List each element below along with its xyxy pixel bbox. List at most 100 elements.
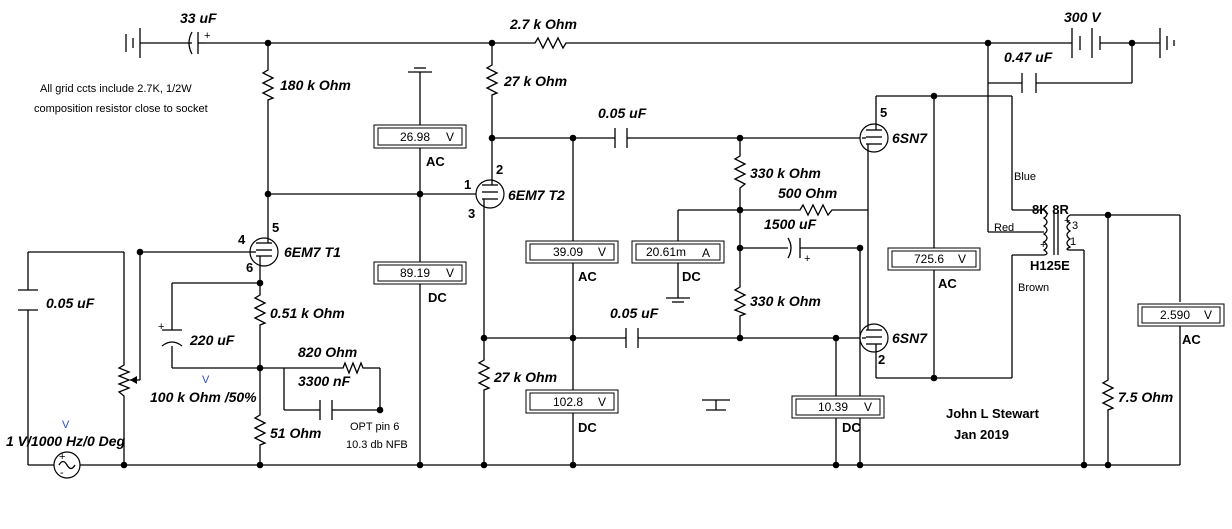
meter-2-value: 89.19 [400, 266, 430, 280]
tube-v3-symbol [859, 123, 889, 153]
pin-v2-grid: 1 [464, 177, 471, 192]
pot-symbol [117, 360, 131, 400]
pin-v1-cathode: 6 [246, 260, 253, 275]
r-supply-symbol [530, 36, 568, 50]
output-transformer-symbol [1042, 209, 1080, 256]
meter-3-unit: V [598, 245, 606, 259]
meter-6-mode: AC [1182, 332, 1201, 347]
meter-6: 2.590 V AC [1137, 303, 1225, 347]
meter-2-unit: V [446, 266, 454, 280]
supplies: - + [53, 28, 1175, 479]
label-tube-v4: 6SN7 [892, 330, 928, 346]
label-c-input: 33 uF [180, 10, 217, 26]
pin-v2-cathode: 3 [468, 206, 475, 221]
note-date: Jan 2019 [954, 427, 1009, 442]
label-source: 1 V/1000 Hz/0 Deg [6, 433, 126, 449]
meter-3-mode: AC [578, 269, 597, 284]
label-tube-v1: 6EM7 T1 [284, 244, 341, 260]
pin-v2-plate: 2 [496, 162, 503, 177]
pin-v4-plate: 2 [878, 352, 885, 367]
svg-text:+: + [804, 253, 810, 265]
wires [27, 42, 1181, 466]
meter-5-mode: AC [938, 276, 957, 291]
labels: 33 uF 2.7 k Ohm 300 V 0.47 uF 180 k Ohm … [6, 9, 1173, 451]
meter-7-unit: V [598, 395, 606, 409]
meter-2-mode: DC [428, 290, 447, 305]
meter-8-value: 10.39 [818, 400, 848, 414]
tube-v1-symbol [249, 232, 279, 272]
svg-text:+: + [1040, 239, 1046, 251]
label-c-source: 0.05 uF [46, 295, 95, 311]
label-r-bias: 500 Ohm [778, 185, 837, 201]
label-wire-blue: Blue [1014, 171, 1036, 183]
r-cathode-v2-symbol [477, 355, 491, 395]
r-grid-top-symbol [733, 150, 747, 195]
label-pot: 100 k Ohm /50% [150, 389, 257, 405]
label-r-load: 7.5 Ohm [1118, 389, 1173, 405]
label-wire-red: Red [994, 222, 1014, 234]
label-wire-brown: Brown [1018, 282, 1049, 294]
note-opt-1: OPT pin 6 [350, 421, 399, 433]
r-cathode-v1-symbol [253, 290, 267, 330]
note-author: John L Stewart [946, 406, 1040, 421]
label-r-cathode-v2: 27 k Ohm [493, 369, 557, 385]
meter-8: 10.39 V DC [791, 395, 885, 435]
meter-1-value: 26.98 [400, 130, 430, 144]
label-r-plate-v2: 27 k Ohm [503, 73, 567, 89]
meter-4: 20.61m A DC [631, 240, 725, 284]
meter-7-value: 102.8 [553, 395, 583, 409]
resistors [117, 36, 1115, 450]
label-r-grid-top: 330 k Ohm [750, 165, 821, 181]
junctions [120, 39, 1136, 469]
label-r-cathode-fb: 51 Ohm [270, 425, 321, 441]
meter-1-unit: V [446, 130, 454, 144]
r-fb-symbol [340, 361, 364, 375]
meter-7: 102.8 V DC [525, 389, 619, 435]
tube-v2-symbol [475, 178, 505, 212]
meter-4-mode: DC [682, 269, 701, 284]
r-plate-v1-symbol [261, 65, 275, 105]
meter-5: 725.6 V AC [887, 247, 981, 291]
svg-text:+: + [59, 451, 65, 463]
label-transformer-pin1: 1 [1070, 236, 1076, 248]
svg-text:+: + [1064, 215, 1070, 227]
meter-5-unit: V [958, 252, 966, 266]
meter-2: 89.19 V DC [373, 261, 467, 305]
note-grid-2: composition resistor close to socket [34, 103, 208, 115]
meter-1: 26.98 V AC [373, 124, 467, 169]
label-tube-v2: 6EM7 T2 [508, 187, 565, 203]
pin-v1-grid: 4 [238, 232, 246, 247]
svg-text:+: + [158, 321, 164, 333]
label-r-fb: 820 Ohm [298, 344, 357, 360]
marker-v-1: V [202, 374, 210, 386]
meter-8-mode: DC [842, 420, 861, 435]
label-r-supply: 2.7 k Ohm [509, 16, 577, 32]
label-r-cathode-v1: 0.51 k Ohm [270, 305, 345, 321]
meter-7-mode: DC [578, 420, 597, 435]
meter-1-mode: AC [426, 154, 445, 169]
r-cathode-fb-symbol [253, 410, 267, 450]
label-transformer-taps: 8K 8R [1032, 202, 1069, 217]
meter-3: 39.09 V AC [525, 240, 619, 284]
svg-text:+: + [204, 30, 210, 42]
svg-text:-: - [60, 467, 64, 479]
r-bias-symbol [795, 203, 835, 217]
note-opt-2: 10.3 db NFB [346, 439, 408, 451]
label-r-plate-v1: 180 k Ohm [280, 77, 351, 93]
r-plate-v2-symbol [485, 60, 499, 100]
meter-5-value: 725.6 [914, 252, 944, 266]
label-r-grid-bottom: 330 k Ohm [750, 293, 821, 309]
meter-4-value: 20.61m [646, 245, 686, 259]
meter-4-unit: A [702, 246, 710, 260]
label-c-coupling-top: 0.05 uF [598, 105, 647, 121]
note-grid-1: All grid ccts include 2.7K, 1/2W [40, 83, 192, 95]
label-transformer-pin3: 3 [1072, 220, 1078, 232]
label-c-fb: 3300 nF [298, 373, 351, 389]
meter-6-unit: V [1204, 308, 1212, 322]
label-tube-v3: 6SN7 [892, 130, 928, 146]
label-c-supply: 0.47 uF [1004, 49, 1053, 65]
meters: 26.98 V AC 89.19 V DC 39.09 V AC 20.61m … [373, 124, 1225, 435]
label-c-coupling-bottom: 0.05 uF [610, 305, 659, 321]
label-c-bias: 1500 uF [764, 216, 817, 232]
